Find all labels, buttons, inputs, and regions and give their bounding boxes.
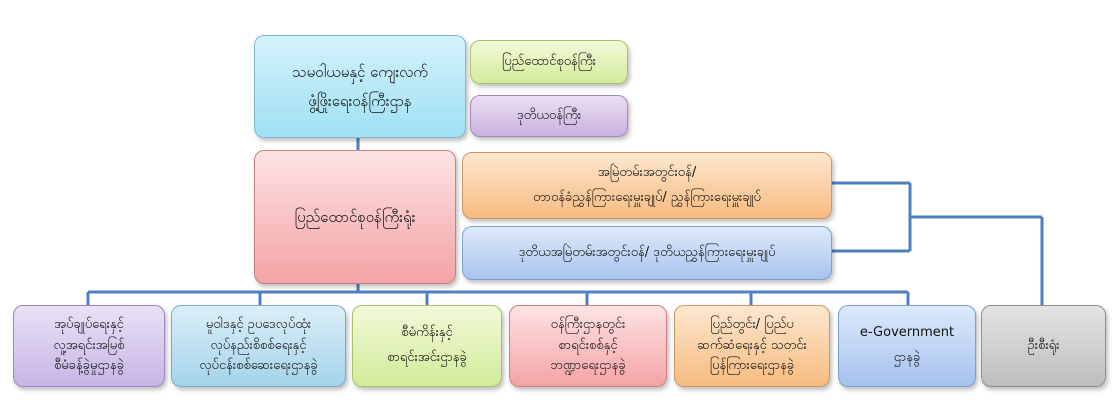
node-dept-policy-line-2: လုပ်နည်းစိစစ်ရေးနှင့် [210, 337, 307, 353]
node-dept-audit-line-1: ဝန်ကြီးဌာနတွင်း [550, 316, 626, 332]
node-head-office-label: ဦးစီးရုံး [1027, 337, 1060, 353]
node-permanent-secretary: အမြဲတမ်းအတွင်းဝန်/ တာဝန်ခံညွှန်ကြားရေးမှ… [462, 152, 832, 219]
node-dept-egov: e-Government ဌာနခွဲ [838, 305, 976, 387]
node-permanent-secretary-line-2: တာဝန်ခံညွှန်ကြားရေးမှူးချုပ်/ ညွှန်ကြားရ… [533, 189, 761, 205]
node-permanent-secretary-line-1: အမြဲတမ်းအတွင်းဝန်/ [597, 164, 697, 180]
node-union-minister-label: ပြည်ထောင်စုဝန်ကြီး [502, 53, 596, 69]
node-dept-admin-line-1: အုပ်ချုပ်ရေးနှင့် [54, 316, 124, 332]
node-dept-admin-line-3: စီမံခန့်ခွဲမှုဌာနခွဲ [53, 358, 125, 374]
node-dept-international: ပြည်တွင်း/ ပြည်ပ ဆက်ဆံရေးနှင့် သတင်း ပြန… [674, 305, 830, 387]
node-ministry-line-1: သမဝါယမနှင့် ကျေးလက် [292, 63, 428, 81]
node-union-minister-office-label: ပြည်ထောင်စုဝန်ကြီးရုံး [294, 207, 416, 226]
node-ministry: သမဝါယမနှင့် ကျေးလက် ဖွံ့ဖြိုးရေးဝန်ကြီးဌ… [254, 35, 466, 138]
node-head-office: ဦးစီးရုံး [981, 305, 1106, 387]
node-deputy-permanent-secretary: ဒုတိယအမြဲတမ်းအတွင်းဝန်/ ဒုတိယညွှန်ကြားရေ… [462, 226, 832, 280]
node-dept-policy-line-1: မူဝါဒနှင့် ဥပဒေလုပ်ထုံး [205, 316, 312, 332]
node-dept-audit: ဝန်ကြီးဌာနတွင်း စာရင်းစစ်နှင့် ဘဏ္ဍာရေးဌ… [509, 305, 667, 387]
node-dept-egov-line-2: ဌာနခွဲ [893, 350, 921, 365]
node-dept-policy-line-3: လုပ်ငန်းစစ်ဆေးရေးဌာနခွဲ [199, 358, 318, 374]
node-dept-international-line-2: ဆက်ဆံရေးနှင့် သတင်း [697, 337, 807, 353]
node-dept-audit-line-3: ဘဏ္ဍာရေးဌာနခွဲ [550, 358, 626, 374]
node-dept-egov-line-1: e-Government [859, 325, 955, 341]
node-dept-planning: စီမံကိန်းနှင့် စာရင်းအင်းဌာနခွဲ [352, 305, 502, 387]
node-dept-planning-line-1: စီမံကိန်းနှင့် [401, 325, 453, 341]
node-dept-admin-line-2: လူ့အရင်းအမြစ် [53, 337, 125, 353]
node-deputy-minister-label: ဒုတိယဝန်ကြီး [516, 107, 582, 123]
node-dept-international-line-1: ပြည်တွင်း/ ပြည်ပ [710, 316, 794, 332]
node-union-minister-office: ပြည်ထောင်စုဝန်ကြီးရုံး [254, 150, 456, 284]
node-ministry-line-2: ဖွံ့ဖြိုးရေးဝန်ကြီးဌာန [308, 91, 412, 110]
node-dept-audit-line-2: စာရင်းစစ်နှင့် [558, 337, 618, 353]
node-deputy-permanent-secretary-label: ဒုတိယအမြဲတမ်းအတွင်းဝန်/ ဒုတိယညွှန်ကြားရေ… [518, 244, 776, 260]
node-dept-international-line-3: ပြန်ကြားရေးဌာနခွဲ [709, 358, 795, 374]
node-dept-admin: အုပ်ချုပ်ရေးနှင့် လူ့အရင်းအမြစ် စီမံခန့်… [13, 305, 165, 387]
node-deputy-minister: ဒုတိယဝန်ကြီး [470, 95, 628, 137]
node-dept-policy: မူဝါဒနှင့် ဥပဒေလုပ်ထုံး လုပ်နည်းစိစစ်ရေး… [171, 305, 346, 387]
node-union-minister: ပြည်ထောင်စုဝန်ကြီး [470, 40, 628, 84]
node-dept-planning-line-2: စာရင်းအင်းဌာနခွဲ [387, 350, 467, 365]
